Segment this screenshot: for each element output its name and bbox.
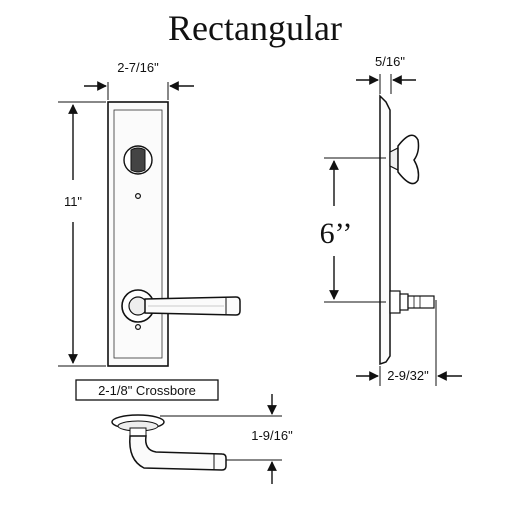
crossbore-callout: 2-1/8" Crossbore	[75, 379, 219, 401]
thumbturn-side-icon	[397, 134, 420, 185]
thumbturn-icon	[130, 147, 146, 173]
lever-side-base	[389, 290, 401, 314]
thumbturn-side-base	[389, 147, 399, 171]
thickness-label: 5/16"	[375, 54, 405, 69]
plate-width-label: 2-7/16"	[117, 60, 159, 75]
top-view: 1-9/16"	[111, 394, 293, 484]
keyhole-icon	[135, 193, 142, 200]
emergency-release-icon	[135, 324, 142, 331]
escutcheon-inner-bevel	[113, 109, 163, 359]
lever-depth-label: 1-9/16"	[251, 428, 293, 443]
front-view: 2-7/16" 11"	[58, 60, 241, 367]
projection-label: 2-9/32"	[387, 368, 429, 383]
crossbore-box	[75, 379, 219, 401]
lever-side-shank	[407, 295, 435, 309]
hole-spacing-label: 6’’	[320, 217, 353, 250]
crossbore-label: 2-1/8" Crossbore	[98, 383, 196, 398]
escutcheon-plate	[107, 101, 169, 367]
diagram-title: Rectangular	[168, 8, 342, 48]
plate-height-label: 11"	[64, 194, 82, 209]
lever-side-collar	[399, 293, 409, 311]
side-view: 5/16" 6’’ 2-9/32"	[320, 54, 462, 386]
lever-neck	[129, 427, 147, 437]
plate-profile	[379, 94, 391, 366]
lever-top-view	[129, 435, 227, 471]
